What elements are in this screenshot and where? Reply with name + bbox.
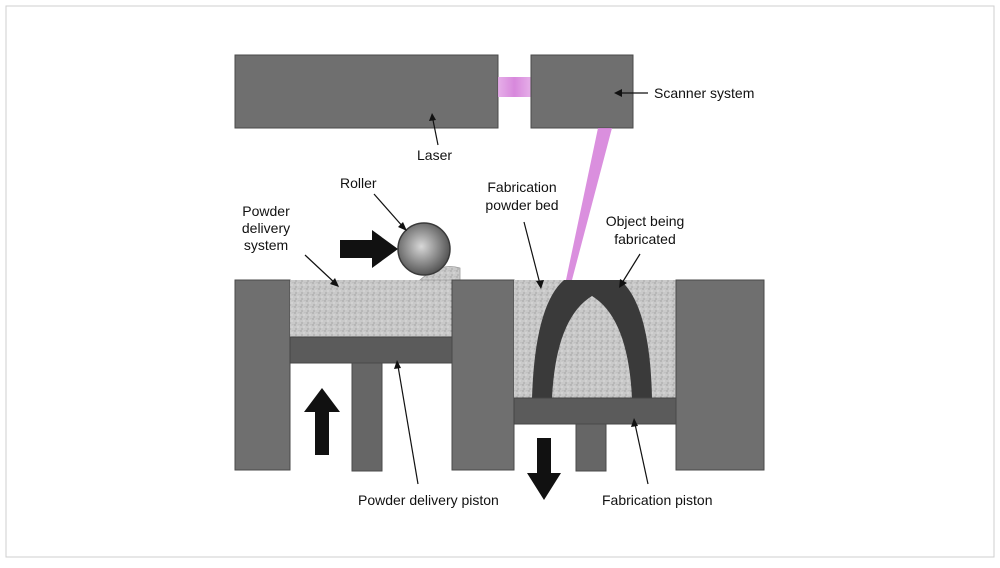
fabrication-down-arrow	[527, 438, 561, 500]
scanned-laser-beam	[566, 128, 612, 280]
fabrication-piston-plate	[513, 397, 677, 425]
label-powder-delivery-line3: system	[244, 237, 288, 253]
roller-leader	[373, 193, 405, 229]
label-object-line2: fabricated	[614, 231, 675, 247]
label-laser: Laser	[417, 147, 452, 163]
label-powder-delivery-piston: Powder delivery piston	[358, 492, 499, 508]
object-leader	[621, 253, 641, 284]
roller-direction-arrow	[340, 230, 398, 268]
label-powder-delivery-line2: delivery	[242, 220, 290, 236]
label-fabrication-piston: Fabrication piston	[602, 492, 713, 508]
powder-bed-leader-head	[536, 280, 544, 289]
label-fabrication-bed-line2: powder bed	[485, 197, 558, 213]
roller-leader-head	[398, 222, 407, 231]
scanner-leader-head	[614, 89, 622, 97]
delivery-piston-leader	[397, 365, 419, 485]
fabricated-object	[532, 280, 652, 398]
scanner-block	[530, 54, 634, 129]
laser-block	[234, 54, 499, 129]
delivery-piston-plate	[289, 336, 453, 364]
laser-leader-head	[429, 113, 436, 121]
fabrication-piston-leader	[634, 423, 649, 485]
powder-pile	[418, 266, 461, 281]
right-wall	[675, 279, 765, 471]
delivery-powder	[290, 280, 452, 337]
label-roller: Roller	[340, 175, 377, 191]
delivery-piston-leader-head	[394, 360, 401, 369]
fabrication-piston-leader-head	[631, 418, 638, 427]
left-wall	[234, 279, 291, 471]
delivery-piston-rod	[351, 362, 383, 472]
image-border	[5, 5, 995, 558]
object-leader-head	[619, 279, 627, 288]
label-object-line1: Object being	[606, 213, 685, 229]
fabrication-piston-rod	[575, 423, 607, 472]
delivery-up-arrow	[304, 388, 340, 455]
delivery-system-leader	[304, 254, 337, 285]
delivery-system-leader-head	[330, 278, 339, 287]
label-fabrication-bed-line1: Fabrication	[487, 179, 556, 195]
laser-beam	[498, 77, 531, 97]
middle-wall	[451, 279, 515, 471]
label-powder-delivery-line1: Powder	[242, 203, 290, 219]
label-scanner-system: Scanner system	[654, 85, 754, 101]
powder-bed-leader	[523, 221, 541, 285]
roller	[397, 222, 451, 276]
